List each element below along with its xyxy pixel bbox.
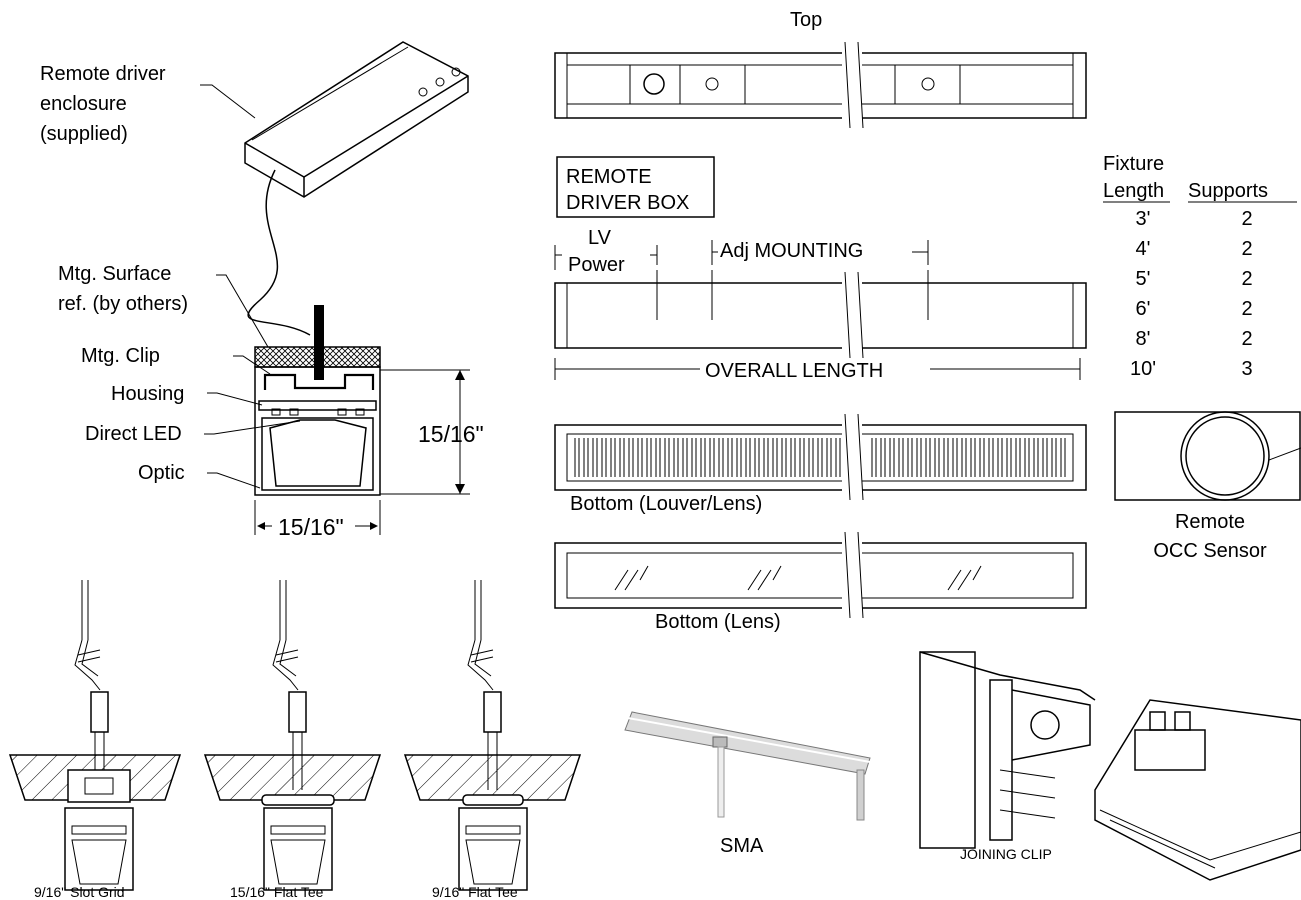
optic-label: Optic — [138, 462, 185, 484]
table-row-supports: 2 — [1241, 208, 1252, 230]
remote-driver-line-1: Remote driver — [40, 63, 166, 85]
fixture-section-figure — [204, 274, 470, 535]
remote-driver-enclosure-figure — [200, 41, 469, 336]
table-row-length: 3' — [1136, 208, 1151, 230]
grid-slot-label: 9/16" Slot Grid — [34, 884, 125, 900]
housing-label: Housing — [111, 383, 184, 405]
bottom-louver-figure: Bottom (Louver/Lens) — [554, 412, 1087, 515]
direct-led-label: Direct LED — [85, 423, 182, 445]
joining-clip-label: JOINING CLIP — [960, 846, 1052, 862]
table-row-supports: 3 — [1241, 358, 1252, 380]
adj-mounting-label: Adj MOUNTING — [720, 240, 863, 262]
mtg-surface-line-2: ref. (by others) — [58, 293, 188, 315]
supports-table: Fixture Length Supports 3' 2 4' 2 5' 2 6… — [1103, 153, 1297, 380]
grid-mount-slot: 9/16" Slot Grid — [8, 580, 182, 900]
table-row-length: 5' — [1136, 268, 1151, 290]
grid-flat9-label: 9/16" Flat Tee — [432, 884, 518, 900]
bottom-louver-label: Bottom (Louver/Lens) — [570, 493, 762, 515]
section-labels: Mtg. Surface ref. (by others) Mtg. Clip … — [58, 263, 484, 540]
sma-figure: SMA — [624, 711, 871, 857]
table-header-supports: Supports — [1188, 180, 1268, 202]
sma-label: SMA — [720, 835, 764, 857]
grid-flat15-label: 15/16" Flat Tee — [230, 884, 324, 900]
table-row-length: 8' — [1136, 328, 1151, 350]
remote-driver-label: Remote driver enclosure (supplied) — [40, 63, 166, 145]
occ-sensor-figure: Remote OCC Sensor — [1114, 411, 1301, 562]
remote-driver-line-2: enclosure — [40, 93, 127, 115]
grid-mount-flat-9: 9/16" Flat Tee — [403, 580, 582, 900]
table-row-supports: 2 — [1241, 238, 1252, 260]
table-row-supports: 2 — [1241, 268, 1252, 290]
remote-driver-line-3: (supplied) — [40, 123, 128, 145]
table-row-supports: 2 — [1241, 298, 1252, 320]
remote-driver-box-line-2: DRIVER BOX — [566, 192, 689, 214]
table-row-length: 10' — [1130, 358, 1156, 380]
top-view-label: Top — [790, 9, 822, 31]
remote-driver-box-line-1: REMOTE — [566, 166, 652, 188]
mtg-clip-label: Mtg. Clip — [81, 345, 160, 367]
lv-power-line-1: LV — [588, 227, 612, 249]
joining-clip-figure: JOINING CLIP — [919, 651, 1301, 881]
table-header-length: Length — [1103, 180, 1164, 202]
bottom-lens-figure: Bottom (Lens) — [554, 530, 1087, 633]
height-dimension: 15/16" — [418, 421, 484, 447]
table-row-length: 6' — [1136, 298, 1151, 320]
table-row-length: 4' — [1136, 238, 1151, 260]
lv-power-line-2: Power — [568, 254, 625, 276]
mtg-surface-line-1: Mtg. Surface — [58, 263, 171, 285]
remote-driver-box-label: REMOTE DRIVER BOX — [556, 156, 715, 218]
occ-sensor-line-1: Remote — [1175, 511, 1245, 533]
table-row-supports: 2 — [1241, 328, 1252, 350]
bottom-lens-label: Bottom (Lens) — [655, 611, 781, 633]
overall-length-label: OVERALL LENGTH — [705, 360, 883, 382]
grid-mount-flat-15: 15/16" Flat Tee — [203, 580, 382, 900]
table-header-fixture: Fixture — [1103, 153, 1164, 175]
top-view-figure — [554, 40, 1087, 130]
width-dimension: 15/16" — [278, 514, 344, 540]
occ-sensor-line-2: OCC Sensor — [1153, 540, 1267, 562]
side-view-figure: LV Power Adj MOUNTING OVERALL LENGTH — [554, 227, 1087, 382]
